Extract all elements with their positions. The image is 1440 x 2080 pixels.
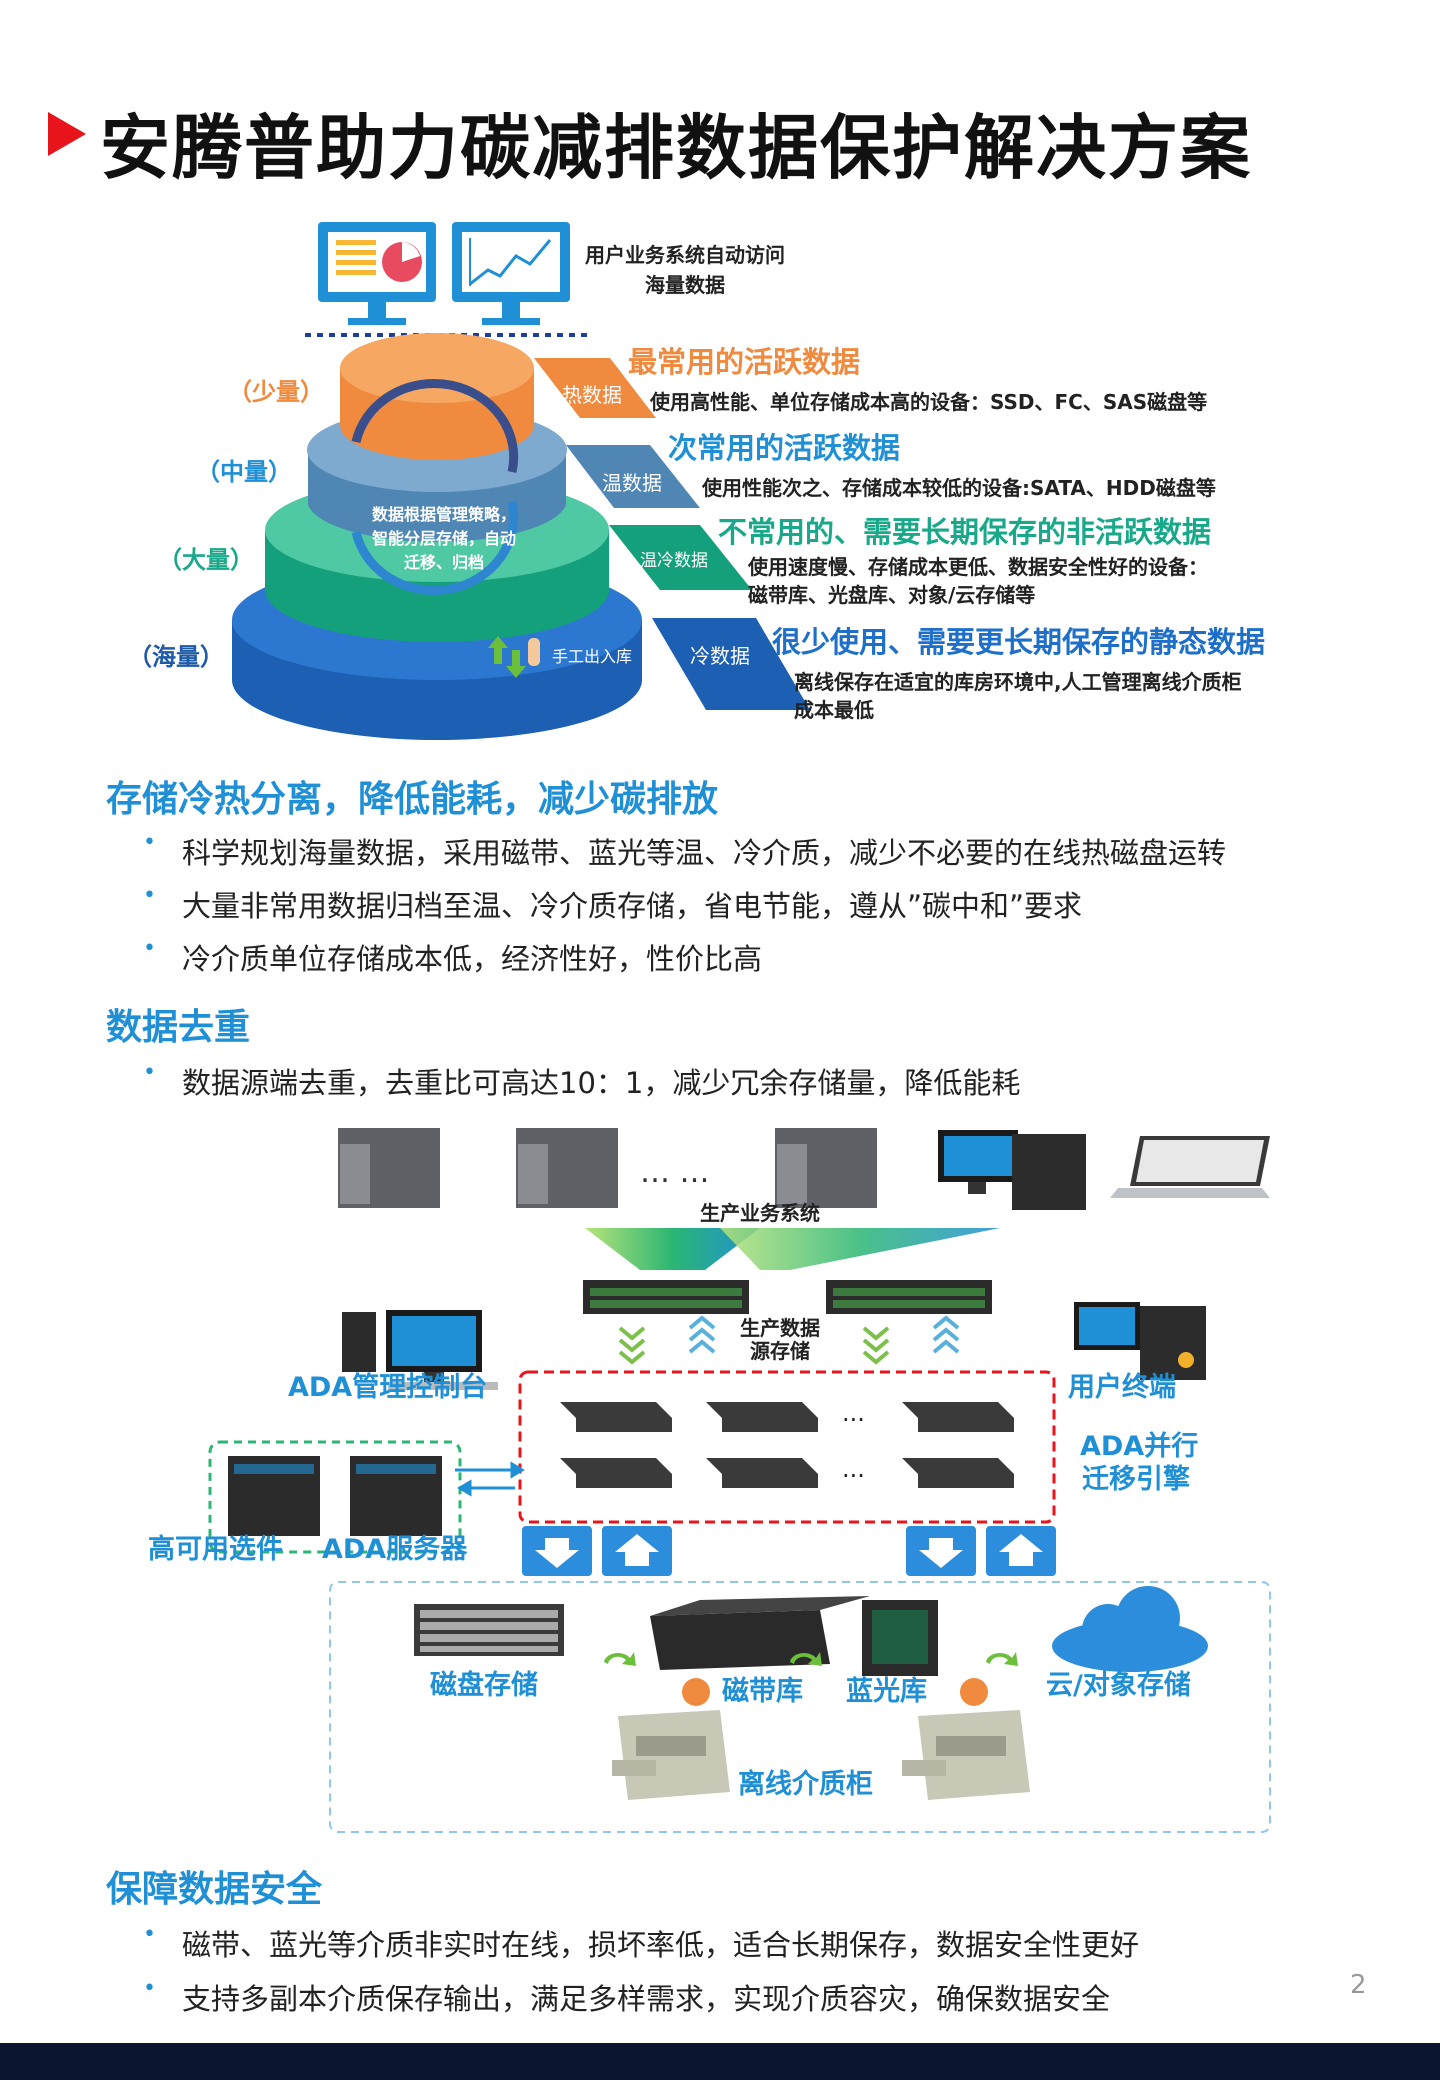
up-arrow-icon [986,1526,1056,1576]
tier-desc-hot: 使用高性能、单位存储成本高的设备：SSD、FC、SAS磁盘等 [649,390,1207,414]
storage-array-icon [583,1280,749,1314]
tier-heading-warmcold: 不常用的、需要长期保存的非活跃数据 [718,515,1211,549]
tiered-storage-diagram: 用户业务系统自动访问 海量数据 数据根据管理策略， 智能分层存储，自动 迁移、归… [128,222,1265,740]
tape-library-icon [650,1596,870,1670]
section-heading-carbon: 存储冷热分离，降低能耗，减少碳排放 [106,779,719,820]
offline-cabinet-label: 离线介质柜 [738,1768,873,1800]
bullet-dot-icon: • [143,830,156,855]
server-tower-icon [775,1128,877,1208]
server-tower-icon [338,1128,440,1208]
optical-library-label: 蓝光库 [846,1676,927,1707]
trend-monitor-icon [452,222,570,325]
cycle-icon [682,1678,988,1706]
page-number: 2 [1350,1970,1367,2000]
auto-migrate-cycle-icon [351,378,519,596]
engine-dots-2: ··· [842,1462,865,1490]
page-title: 安腾普助力碳减排数据保护解决方案 [100,107,1252,189]
manual-io-icon [488,636,540,678]
tier-desc-warmcold-2: 磁带库、光盘库、对象/云存储等 [748,583,1035,607]
tier-tag-hot: 热数据 [562,383,622,407]
access-label-line1: 用户业务系统自动访问 [585,243,785,267]
ada-server-label: ADA服务器 [322,1534,468,1565]
desktop-pc-icon [938,1130,1086,1210]
ada-architecture-diagram: … … 生产业务系统 生产数据 源存储 ADA管理控制台 用户终端 [148,1128,1271,1833]
disk-storage-icon [414,1604,564,1656]
cloud-icon [1052,1586,1208,1672]
servers-ellipsis: … … [640,1155,710,1190]
engine-dots-1: ··· [842,1406,865,1434]
section-heading-security: 保障数据安全 [106,1869,323,1910]
down-arrow-icon [522,1526,592,1576]
source-storage-line2: 源存储 [750,1339,810,1363]
migration-engine-line1: ADA并行 [1080,1430,1198,1462]
level-small: （少量） [228,378,324,406]
center-text-3: 迁移、归档 [404,553,484,572]
tier-desc-warmcold-1: 使用速度慢、存储成本更低、数据安全性好的设备： [747,555,1208,579]
server-tower-icon [516,1128,618,1208]
center-text-1: 数据根据管理策略， [372,505,516,524]
ada-console-label: ADA管理控制台 [288,1371,487,1403]
up-arrow-icon [602,1526,672,1576]
offline-cabinet-icon [612,1710,1030,1800]
level-medium: （中量） [196,458,292,486]
tier-heading-cold: 很少使用、需要更长期保存的静态数据 [772,625,1265,659]
source-storage-line1: 生产数据 [740,1316,820,1340]
tier-heading-hot: 最常用的活跃数据 [628,345,860,379]
user-terminal-label: 用户终端 [1068,1371,1176,1403]
server-engine-link-icon [455,1461,525,1497]
tier-desc-cold-1: 离线保存在适宜的库房环境中,人工管理离线介质柜 [794,670,1242,694]
tier-tag-warm: 温数据 [602,471,662,495]
tier-tag-warmcold: 温冷数据 [640,551,708,571]
title-marker-icon [48,112,86,156]
laptop-icon [1110,1136,1270,1198]
tier-desc-cold-2: 成本最低 [794,698,874,722]
manual-label: 手工出入库 [552,647,632,666]
footer-bar [0,2043,1440,2080]
bullet-dot-icon: • [143,1060,156,1085]
console-pc-icon [342,1310,498,1390]
level-massive: （海量） [128,643,224,671]
down-arrow-icon [906,1526,976,1576]
ada-server-icon [228,1456,442,1536]
cloud-storage-label: 云/对象存储 [1046,1669,1191,1701]
access-label-line2: 海量数据 [645,273,725,297]
tier-heading-warm: 次常用的活跃数据 [668,431,900,465]
tier-desc-warm: 使用性能次之、存储成本较低的设备:SATA、HDD磁盘等 [701,476,1216,500]
migration-engine-line2: 迁移引擎 [1082,1463,1190,1495]
tier-tag-cold: 冷数据 [690,644,750,668]
sync-arrows-icon [604,1652,1018,1666]
chart-monitor-icon [318,222,436,325]
bullet-dot-icon: • [143,883,156,908]
engine-node-icon [560,1402,1014,1488]
section-heading-dedup: 数据去重 [106,1007,251,1048]
optical-library-icon [862,1600,938,1676]
bullet-dot-icon: • [143,936,156,961]
center-text-2: 智能分层存储，自动 [372,529,516,548]
bullet-dot-icon: • [143,1922,156,1947]
storage-array-icon [826,1280,992,1314]
ha-option-label: 高可用选件 [148,1533,283,1565]
disk-storage-label: 磁盘存储 [430,1669,538,1701]
user-terminal-icon [1074,1302,1206,1380]
production-system-label: 生产业务系统 [700,1201,820,1225]
bullet-dot-icon: • [143,1976,156,2001]
level-large: （大量） [158,546,254,574]
tape-library-label: 磁带库 [722,1676,803,1707]
flow-chevrons-icon [618,1315,960,1365]
